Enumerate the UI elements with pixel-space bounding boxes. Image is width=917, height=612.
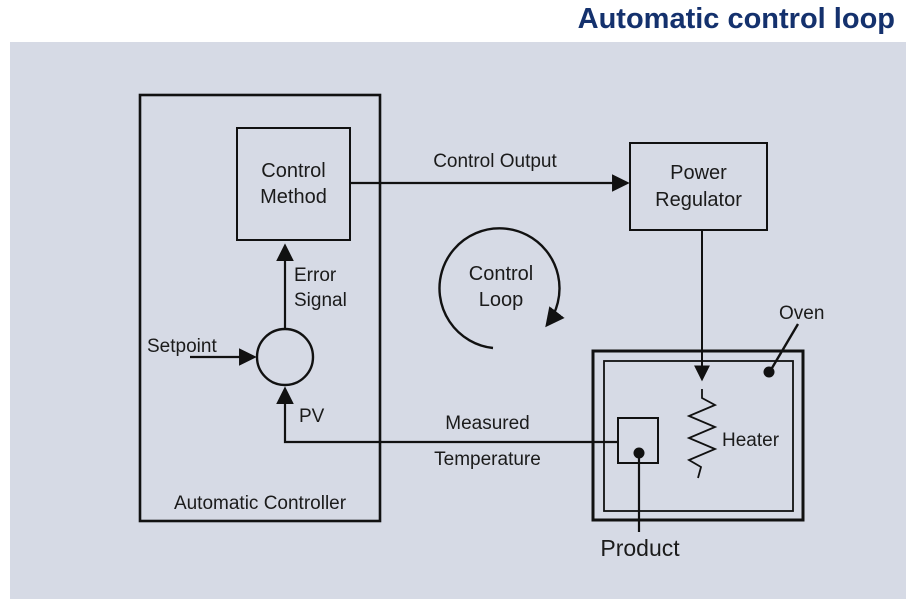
product-label: Product bbox=[600, 535, 680, 561]
pv-label: PV bbox=[299, 406, 325, 427]
control-method-box bbox=[236, 127, 351, 241]
oven-label: Oven bbox=[779, 303, 825, 324]
heater-label: Heater bbox=[722, 430, 780, 451]
power-regulator-label: Power Regulator bbox=[655, 162, 742, 211]
oven-leader-line bbox=[770, 323, 800, 369]
control-method-label: Control Method bbox=[260, 159, 327, 208]
measured-temperature-pv-arrow bbox=[276, 386, 618, 444]
automatic-controller-box bbox=[138, 93, 382, 523]
temperature-label: Temperature bbox=[434, 449, 541, 470]
oven-inner-box bbox=[603, 360, 794, 512]
automatic-controller-label: Automatic Controller bbox=[173, 493, 347, 514]
page-title: Automatic control loop bbox=[577, 3, 895, 35]
error-signal-label: Error Signal bbox=[294, 265, 347, 312]
setpoint-label: Setpoint bbox=[147, 336, 217, 357]
control-loop-arc bbox=[438, 227, 565, 350]
heater-resistor bbox=[686, 389, 718, 479]
oven-outer-box bbox=[591, 349, 805, 522]
diagram-panel bbox=[10, 42, 906, 599]
summing-junction-circle bbox=[255, 327, 315, 387]
product-marker-dot bbox=[633, 447, 645, 459]
control-loop-label: Control Loop bbox=[468, 263, 534, 312]
measured-label: Measured bbox=[445, 413, 530, 434]
power-regulator-box bbox=[629, 142, 768, 231]
control-output-label: Control Output bbox=[433, 151, 557, 172]
oven-marker-dot bbox=[763, 366, 775, 378]
